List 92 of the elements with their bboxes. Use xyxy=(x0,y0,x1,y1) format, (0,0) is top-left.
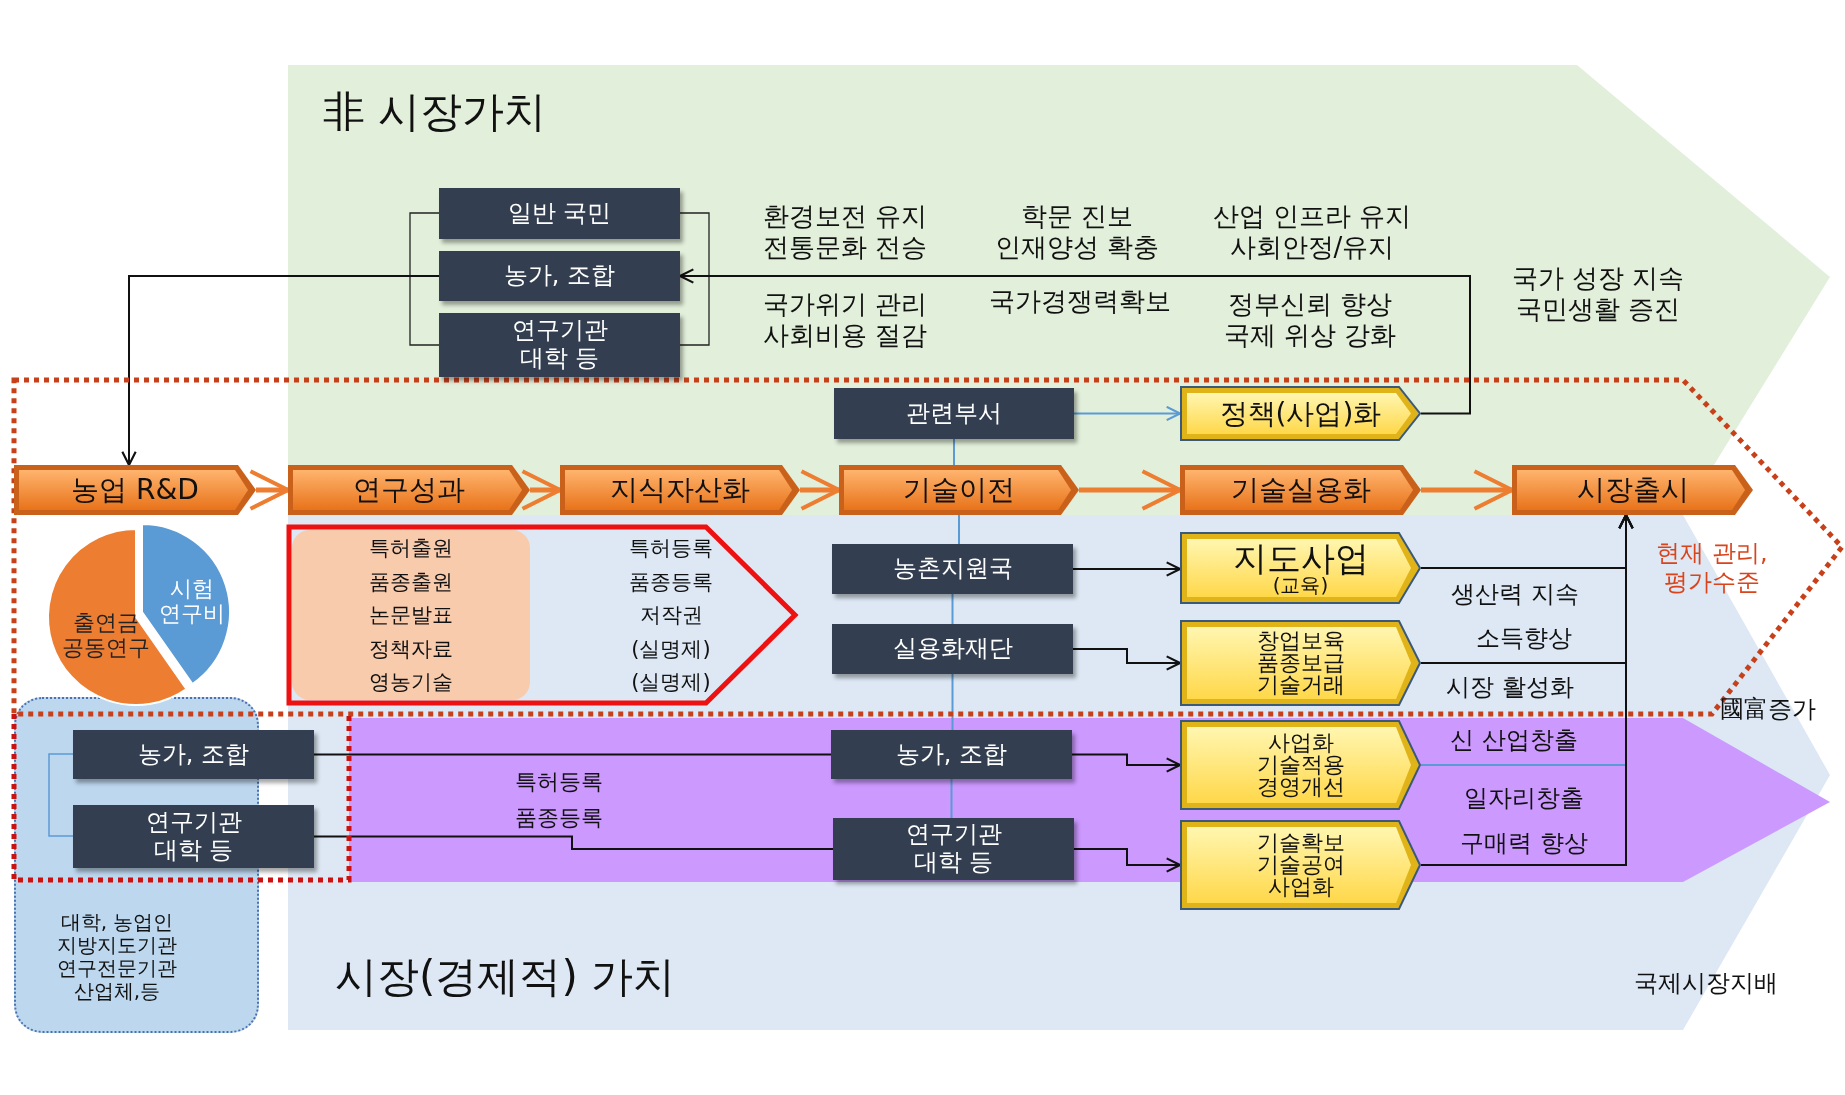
process-step xyxy=(1512,465,1753,515)
process-step xyxy=(14,465,256,515)
annotation-text: 학문 진보 인재양성 확충 xyxy=(993,200,1161,264)
list-item-text: 특허등록 xyxy=(629,535,713,562)
annotation-text: 특허등록 xyxy=(514,768,604,796)
node-text: (교육) xyxy=(1272,575,1329,595)
annotation-text: 현재 관리, 평가수준 xyxy=(1655,539,1769,597)
annotation-text: 정부신뢰 향상 국제 위상 강화 xyxy=(1222,288,1398,352)
list-item-text: 특허출원 xyxy=(369,535,453,562)
annotation-text: 시장 활성화 xyxy=(1445,672,1575,702)
node-text: 기술실용화 xyxy=(1230,473,1371,507)
annotation-text: 國富증가 xyxy=(1719,694,1817,724)
arrow xyxy=(1420,513,1634,866)
connector-line xyxy=(950,778,953,819)
annotation-text: 생산력 지속 xyxy=(1450,579,1580,609)
node-text: 기술확보 기술공여 사업화 xyxy=(1255,832,1346,898)
section-title: 시장(경제적) 가치 xyxy=(335,951,677,1003)
arrow xyxy=(121,275,440,467)
outcome-step xyxy=(1180,820,1421,910)
connector-line xyxy=(953,438,955,466)
list-item-text: 품종등록 xyxy=(629,568,713,596)
node-text: 일반 국민 xyxy=(507,199,612,228)
annotation-text: 소득향상 xyxy=(1475,623,1573,653)
arrow xyxy=(1072,648,1182,671)
process-step xyxy=(560,465,800,515)
entity-box xyxy=(439,251,680,301)
node-text: 대학, 농업인 지방지도기관 연구전문기관 산업체,등 xyxy=(56,911,178,1003)
result-frame xyxy=(286,524,798,706)
slice-label: 출연금 공동연구 xyxy=(61,609,151,661)
connector-line xyxy=(951,593,954,625)
node-text: 창업보육 품종보급 기술거래 xyxy=(1255,630,1346,696)
entity-box xyxy=(73,805,314,868)
node-text: 시장출시 xyxy=(1576,473,1689,507)
list-item-text: (실명제) xyxy=(631,635,711,663)
annotation-text: 구매력 향상 xyxy=(1459,828,1589,858)
node-text: 지도사업 xyxy=(1232,541,1369,575)
annotation-text: 산업 인프라 유지 사회안정/유지 xyxy=(1211,200,1413,264)
node-text: 정책(사업)화 xyxy=(1219,399,1382,428)
node-text: 연구기관 대학 등 xyxy=(510,317,609,373)
list-item-text: 저작권 xyxy=(639,602,703,629)
process-step xyxy=(1180,465,1421,515)
annotation-text: 품종등록 xyxy=(514,804,604,832)
connector-line xyxy=(958,514,960,545)
annotation-text: 일자리창출 xyxy=(1463,783,1585,813)
annotation-text: 환경보전 유지 전통문화 전승 xyxy=(761,200,929,264)
node-text: 농가, 조합 xyxy=(895,740,1008,769)
node-text: 농가, 조합 xyxy=(137,740,250,769)
entity-box xyxy=(831,730,1072,779)
connector-line xyxy=(313,835,834,850)
node-text: 기술이전 xyxy=(903,473,1015,507)
annotation-text: 국제시장지배 xyxy=(1633,968,1779,998)
annotation-text: 국가경쟁력확보 xyxy=(988,286,1172,318)
list-item-text: 영농기술 xyxy=(369,669,453,696)
rounded-panel xyxy=(292,530,530,700)
process-step xyxy=(288,465,530,515)
node-text: 실용화재단 xyxy=(892,635,1013,663)
section-title: 非 시장가치 xyxy=(323,86,548,138)
node-text: 연구성과 xyxy=(353,473,465,507)
process-step xyxy=(839,465,1079,515)
entity-box xyxy=(73,730,314,779)
list-item-text: 품종출원 xyxy=(369,568,453,596)
node-text: 농가, 조합 xyxy=(503,262,616,290)
arrow xyxy=(1073,405,1182,422)
entity-box xyxy=(834,388,1074,439)
outcome-step xyxy=(1180,386,1421,441)
node-text: 관련부서 xyxy=(906,399,1002,428)
node-text: 농촌지원국 xyxy=(892,555,1013,583)
entity-box xyxy=(832,544,1073,594)
list-item-text: (실명제) xyxy=(631,669,711,696)
connector-line xyxy=(951,673,954,731)
arrow xyxy=(1072,561,1182,577)
annotation-text: 국가위기 관리 사회비용 절감 xyxy=(761,288,929,352)
entity-box xyxy=(832,624,1073,674)
node-text: 연구기관 대학 등 xyxy=(144,808,243,865)
node-text: 사업화 기술적용 경영개선 xyxy=(1255,732,1346,798)
outcome-step xyxy=(1180,720,1421,810)
slice-label: 시험 연구비 xyxy=(159,575,225,627)
arrow xyxy=(1071,753,1182,773)
node-text: 농업 R&D xyxy=(71,473,199,507)
connector-line xyxy=(313,753,832,756)
node-text: 연구기관 대학 등 xyxy=(904,821,1003,877)
list-item-text: 정책자료 xyxy=(369,635,453,663)
annotation-text: 국가 성장 지속 국민생활 증진 xyxy=(1510,262,1686,326)
entity-box xyxy=(439,188,680,239)
entity-box xyxy=(439,313,680,377)
node-text: 지식자산화 xyxy=(610,473,750,507)
annotation-text: 신 산업창출 xyxy=(1449,725,1579,755)
arrow xyxy=(1073,848,1182,873)
list-item-text: 논문발표 xyxy=(369,602,453,629)
outcome-step xyxy=(1180,532,1421,604)
outcome-step xyxy=(1180,620,1421,706)
entity-box xyxy=(833,818,1074,880)
